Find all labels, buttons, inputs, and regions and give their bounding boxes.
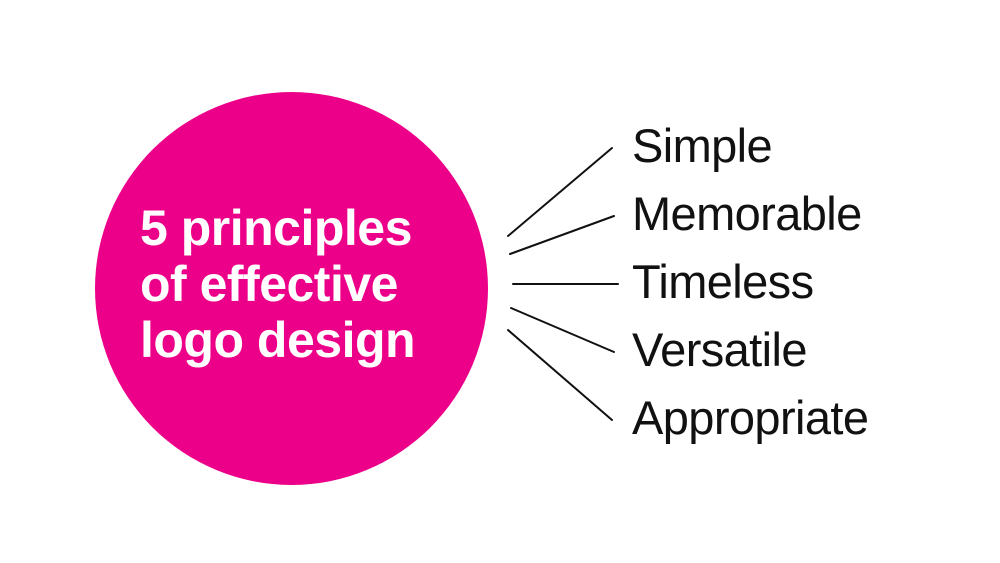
connector-versatile xyxy=(510,307,615,353)
connector-appropriate xyxy=(507,329,613,421)
label-simple: Simple xyxy=(632,119,773,172)
label-memorable: Memorable xyxy=(632,187,862,240)
connector-simple xyxy=(507,147,613,237)
label-versatile: Versatile xyxy=(632,323,807,376)
circle-title-line-1: 5 principles xyxy=(140,200,412,256)
label-timeless: Timeless xyxy=(632,255,814,308)
label-appropriate: Appropriate xyxy=(632,391,869,444)
circle-title-line-2: of effective xyxy=(140,256,398,312)
circle-title: 5 principles of effective logo design xyxy=(140,200,460,368)
pink-circle-shape xyxy=(94,91,488,485)
connector-memorable xyxy=(509,215,615,255)
circle-title-line-3: logo design xyxy=(140,312,416,368)
